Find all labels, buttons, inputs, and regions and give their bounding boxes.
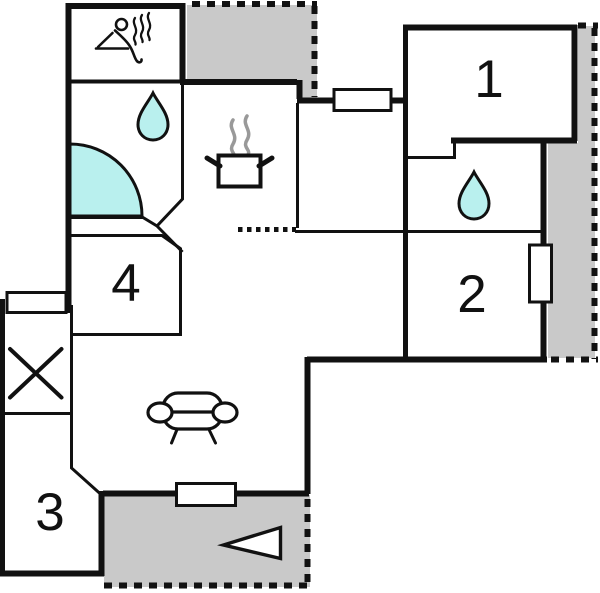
water-drop-icon-bath2 (457, 168, 491, 221)
room-labels: 1 2 3 4 (35, 50, 503, 542)
terrace-right (548, 26, 595, 358)
sauna-person-icon (94, 11, 152, 64)
interior-walls (0, 79, 542, 496)
room-3-label: 3 (35, 483, 64, 542)
window-right (528, 243, 553, 304)
window-bottom (175, 482, 237, 507)
terrace-top (187, 5, 317, 98)
water-drop-icon-bath1 (136, 89, 170, 142)
crossed-box-icon (8, 347, 64, 400)
left-pointing-triangle-icon (217, 525, 283, 561)
room-2-label: 2 (457, 265, 486, 324)
exterior-walls (0, 3, 578, 577)
windows (5, 88, 553, 507)
corner-shower-arc-icon (68, 142, 144, 218)
terrace-dashed-borders (104, 1, 598, 589)
steaming-pot-icon (204, 114, 275, 189)
window-left (5, 291, 68, 314)
window-top (332, 88, 393, 112)
sofa-icon (146, 391, 239, 445)
room-1-label: 1 (474, 50, 503, 109)
room-4-label: 4 (111, 254, 140, 313)
